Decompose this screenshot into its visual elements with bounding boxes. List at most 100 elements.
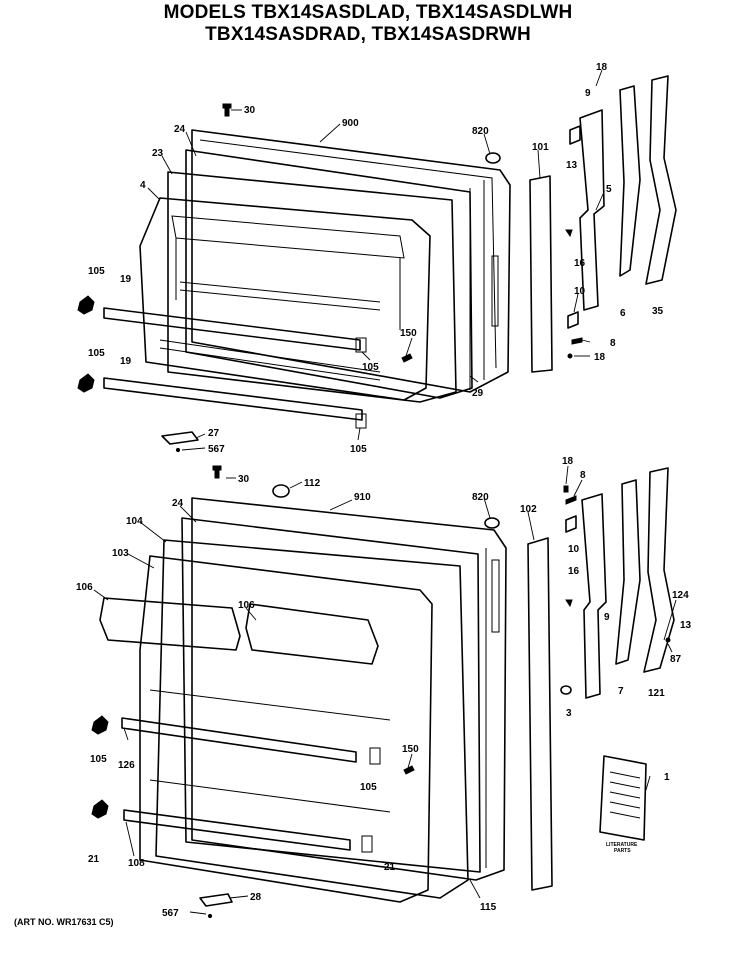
part-900-door-panel — [191, 129, 511, 393]
callout-567: 567 — [208, 444, 225, 455]
part-13-bracket — [569, 125, 581, 145]
callout-101: 101 — [532, 142, 549, 153]
part-8-pin-lower — [565, 495, 577, 505]
callout-150: 150 — [400, 328, 417, 339]
callout-10: 10 — [574, 286, 586, 297]
callout-21b: 21 — [384, 862, 396, 873]
part-820-plug — [485, 152, 501, 164]
callout-21a: 21 — [88, 854, 100, 865]
part-16-screw-lower — [565, 599, 573, 608]
part-567-screw-lower — [207, 913, 213, 919]
part-105-clip-b — [77, 373, 95, 393]
callout-102: 102 — [520, 504, 537, 515]
part-28-bracket — [199, 893, 233, 907]
callout-108: 108 — [128, 858, 145, 869]
bottom-callouts: 30 112 910 820 102 24 104 103 106 106 18… — [76, 456, 692, 919]
part-126-shelf-bar — [121, 717, 357, 763]
part-5-hinge — [579, 109, 605, 311]
callout-18b: 18 — [594, 352, 606, 363]
callout-7: 7 — [618, 686, 624, 697]
callout-9-lower: 9 — [604, 612, 610, 623]
part-10-block — [567, 311, 579, 329]
part-16-screw — [565, 229, 573, 238]
header-models-line1: MODELS TBX14SASDLAD, TBX14SASDLWH — [163, 2, 573, 23]
part-105-clip-c — [355, 337, 367, 353]
callout-24: 24 — [174, 124, 186, 135]
part-19-shelf-bar-lower — [103, 377, 363, 421]
callout-19b: 19 — [120, 356, 132, 367]
callout-23: 23 — [152, 148, 164, 159]
literature-caption-line2: PARTS — [614, 848, 631, 854]
callout-126: 126 — [118, 760, 135, 771]
part-108-shelf-bar — [123, 809, 351, 851]
part-102-trim — [527, 537, 553, 891]
callout-8-lower: 8 — [580, 470, 586, 481]
part-121-handle-cover — [643, 467, 675, 673]
part-27-bracket — [161, 431, 199, 445]
callout-105d: 105 — [350, 444, 367, 455]
part-21-clip-a — [91, 799, 109, 819]
part-103-door-liner — [139, 555, 433, 903]
part-112-plug — [272, 484, 290, 498]
part-105-clip-lower-b — [369, 747, 381, 765]
part-3-cap — [560, 685, 572, 695]
callout-35: 35 — [652, 306, 664, 317]
callout-106a: 106 — [76, 582, 93, 593]
part-18-washer-lower — [563, 485, 569, 493]
part-30-screw-lower — [212, 465, 222, 479]
part-150-screw — [401, 353, 413, 363]
callout-105-lower-a: 105 — [90, 754, 107, 765]
top-callouts: 30 900 820 24 23 4 101 18 9 13 5 16 10 8… — [88, 62, 664, 455]
freezer-door-assembly — [77, 75, 677, 453]
callout-18-lower: 18 — [562, 456, 574, 467]
part-24-gasket-lower — [181, 517, 481, 873]
part-106-dairy-cover-right — [245, 603, 379, 665]
part-8-pin — [571, 337, 583, 345]
part-18-washer — [567, 353, 573, 359]
callout-8: 8 — [610, 338, 616, 349]
part-820-plug-lower — [484, 517, 500, 529]
part-567-screw — [175, 447, 181, 453]
callout-28: 28 — [250, 892, 262, 903]
callout-13-lower: 13 — [680, 620, 692, 631]
callout-115: 115 — [480, 902, 497, 913]
callout-820-lower: 820 — [472, 492, 489, 503]
callout-106b: 106 — [238, 600, 255, 611]
callout-6: 6 — [620, 308, 626, 319]
part-10-block-lower — [565, 515, 577, 533]
callout-87: 87 — [670, 654, 682, 665]
callout-24-lower: 24 — [172, 498, 184, 509]
part-1-literature — [599, 755, 647, 841]
callout-29: 29 — [472, 388, 484, 399]
liner-ribs — [159, 281, 381, 381]
part-105-clip-lower-a — [91, 715, 109, 735]
callout-5: 5 — [606, 184, 612, 195]
handle-slot-lower — [491, 559, 500, 633]
part-101-trim — [529, 175, 553, 373]
callout-124: 124 — [672, 590, 689, 601]
callout-30-lower: 30 — [238, 474, 250, 485]
callout-16-lower: 16 — [568, 566, 580, 577]
fresh-food-door-assembly — [91, 465, 675, 919]
callout-19a: 19 — [120, 274, 132, 285]
callout-9: 9 — [585, 88, 591, 99]
callout-10-lower: 10 — [568, 544, 580, 555]
part-6-handle — [619, 85, 641, 277]
leader-lines — [93, 69, 677, 915]
part-105-clip-d — [355, 413, 367, 429]
part-9-hinge — [581, 493, 607, 699]
callout-105a: 105 — [88, 266, 105, 277]
part-104-inner-door — [155, 539, 469, 899]
part-105-clip-a — [77, 295, 95, 315]
part-87-screw — [665, 637, 671, 643]
callout-30: 30 — [244, 105, 256, 116]
callout-18a: 18 — [596, 62, 608, 73]
literature-caption-line1: LITERATURE — [606, 842, 638, 848]
part-35-handle-cover — [645, 75, 677, 285]
part-4-door-liner — [139, 197, 431, 401]
callout-150-lower: 150 — [402, 744, 419, 755]
art-number: (ART NO. WR17631 C5) — [14, 917, 114, 927]
callout-105c: 105 — [362, 362, 379, 373]
